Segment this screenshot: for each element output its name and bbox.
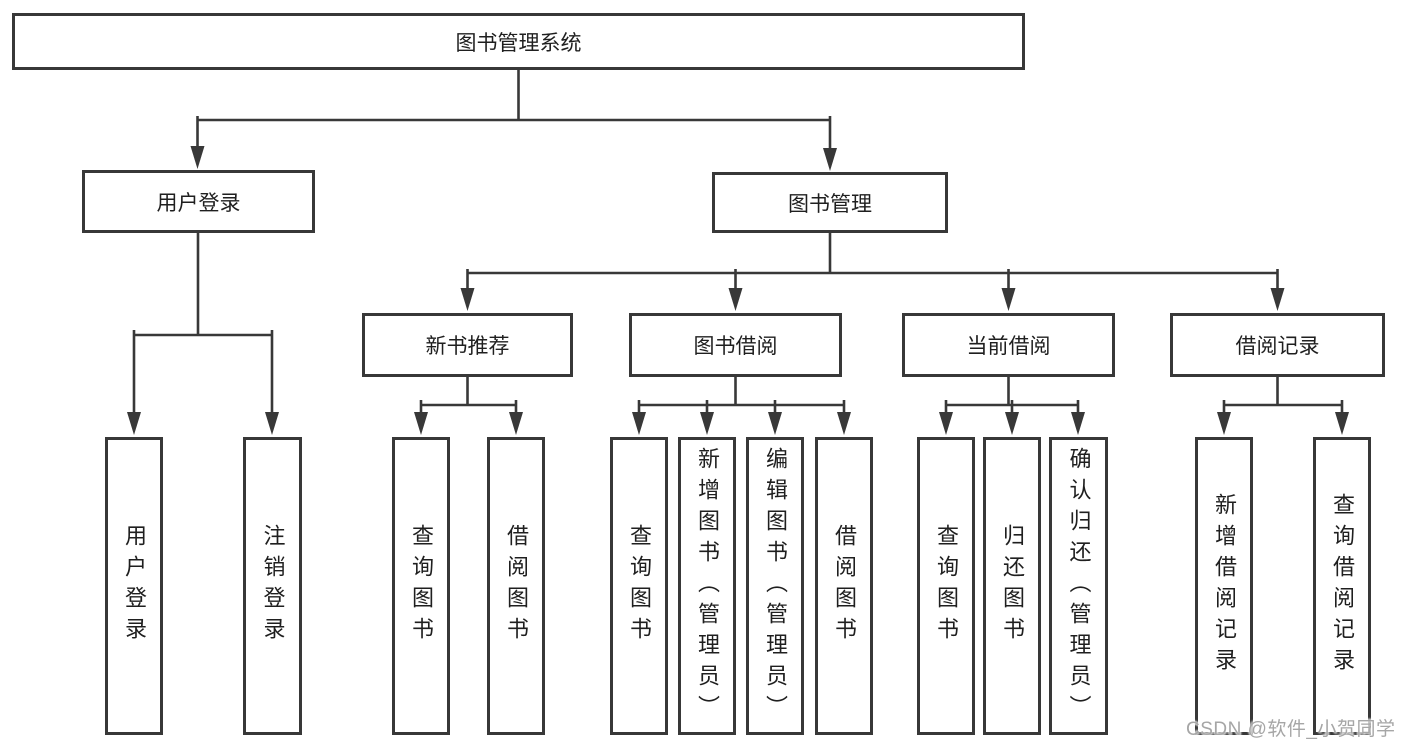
node-current-borrowing: 当前借阅 — [902, 313, 1115, 377]
leaf-add-books-admin: 新增图书（管理员） — [678, 437, 736, 735]
leaf-return-books: 归还图书 — [983, 437, 1041, 735]
node-library-management-system: 图书管理系统 — [12, 13, 1025, 70]
node-new-book-recommendation: 新书推荐 — [362, 313, 573, 377]
leaf-logout: 注销登录 — [243, 437, 302, 735]
leaf-borrow-books: 借阅图书 — [487, 437, 545, 735]
leaf-add-borrow-record: 新增借阅记录 — [1195, 437, 1253, 735]
node-book-borrowing: 图书借阅 — [629, 313, 842, 377]
node-book-management: 图书管理 — [712, 172, 948, 233]
leaf-query-borrow-record: 查询借阅记录 — [1313, 437, 1371, 735]
watermark: CSDN @软件_小贺同学 — [1186, 719, 1396, 740]
leaf-query-books: 查询图书 — [392, 437, 450, 735]
leaf-confirm-return-admin: 确认归还（管理员） — [1049, 437, 1108, 735]
leaf-borrow-books: 借阅图书 — [815, 437, 873, 735]
leaf-query-books: 查询图书 — [917, 437, 975, 735]
node-borrowing-records: 借阅记录 — [1170, 313, 1385, 377]
leaf-edit-books-admin: 编辑图书（管理员） — [746, 437, 804, 735]
leaf-query-books: 查询图书 — [610, 437, 668, 735]
node-user-login: 用户登录 — [82, 170, 315, 233]
leaf-user-login: 用户登录 — [105, 437, 163, 735]
